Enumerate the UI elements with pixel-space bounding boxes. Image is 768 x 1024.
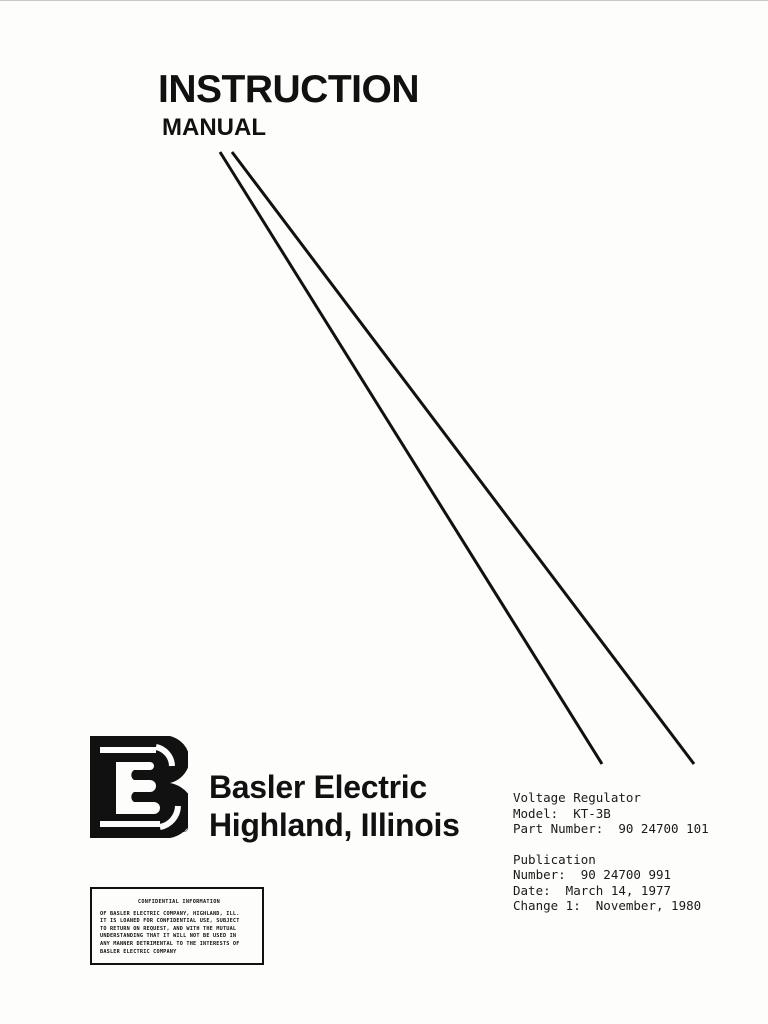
product-part-number: Part Number: 90 24700 101 <box>513 821 709 836</box>
publication-change: Change 1: November, 1980 <box>513 898 702 913</box>
confidential-line: BASLER ELECTRIC COMPANY <box>100 948 177 955</box>
company-name: Basler Electric <box>209 769 427 805</box>
product-type: Voltage Regulator <box>513 790 641 805</box>
publication-label: Publication <box>513 851 596 867</box>
basler-b-logo-icon <box>90 736 188 838</box>
manual-subtitle: MANUAL <box>162 114 266 141</box>
confidential-line: TO RETURN ON REQUEST, AND WITH THE MUTUA… <box>100 925 237 932</box>
manual-title: INSTRUCTION <box>158 68 420 111</box>
page-top-edge <box>0 0 768 1</box>
registered-trademark: ® <box>180 823 189 835</box>
confidential-notice: CONFIDENTIAL INFORMATION OF BASLER ELECT… <box>90 887 264 965</box>
product-info: Voltage Regulator Model: KT-3B Part Numb… <box>513 790 709 914</box>
diagonal-line-left <box>218 151 604 765</box>
product-model: Model: KT-3B <box>513 805 611 821</box>
publication-date: Date: March 14, 1977 <box>513 882 672 898</box>
confidential-line: ANY MANNER DETRIMENTAL TO THE INTERESTS … <box>100 940 240 947</box>
confidential-line: UNDERSTANDING THAT IT WILL NOT BE USED I… <box>100 933 237 940</box>
confidential-line: IT IS LOANED FOR CONFIDENTIAL USE, SUBJE… <box>100 918 240 925</box>
diagonal-line-right <box>230 151 696 765</box>
confidential-title: CONFIDENTIAL INFORMATION <box>137 899 221 905</box>
company-location: Highland, Illinois <box>209 807 460 843</box>
publication-number: Number: 90 24700 991 <box>513 867 672 882</box>
company-block: Basler Electric Highland, Illinois <box>209 768 460 844</box>
confidential-line: OF BASLER ELECTRIC COMPANY, HIGHLAND, IL… <box>100 910 240 917</box>
